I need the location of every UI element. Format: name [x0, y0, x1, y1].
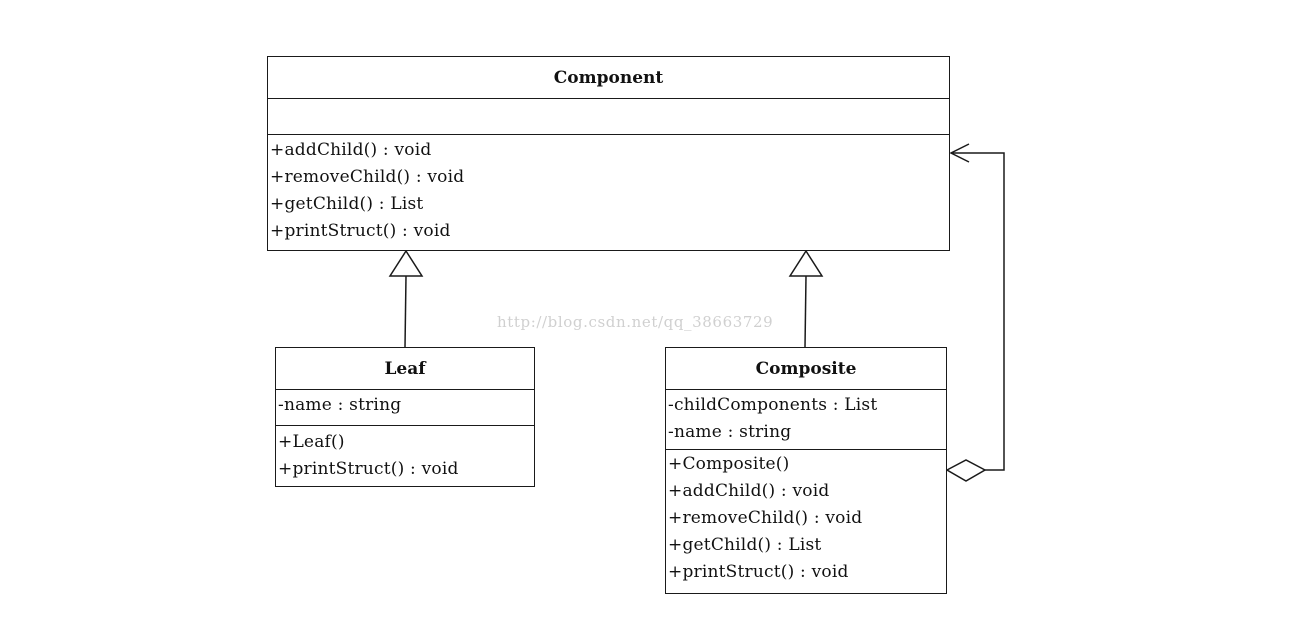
leaf-attributes-section: -name : string: [276, 390, 534, 426]
aggregation-diamond: [945, 459, 987, 482]
composite-operation: +removeChild() : void: [668, 508, 863, 528]
composite-attribute: -name : string: [668, 422, 792, 442]
composite-attribute: -childComponents : List: [668, 395, 878, 415]
component-operations-section: +addChild() : void +removeChild() : void…: [268, 135, 949, 247]
composite-operation: +printStruct() : void: [668, 562, 849, 582]
component-operation: +printStruct() : void: [270, 221, 451, 241]
component-operation: +addChild() : void: [270, 140, 432, 160]
composite-attributes-section: -childComponents : List -name : string: [666, 390, 946, 450]
leaf-generalization-arrowhead: [388, 249, 424, 277]
composite-operation: +addChild() : void: [668, 481, 830, 501]
composite-operation: +Composite(): [668, 454, 790, 474]
leaf-generalization-line: [404, 275, 407, 348]
leaf-operations-section: +Leaf() +printStruct() : void: [276, 426, 534, 485]
leaf-operation: +printStruct() : void: [278, 459, 459, 479]
component-class-name: Component: [268, 57, 949, 99]
component-operation: +getChild() : List: [270, 194, 424, 214]
leaf-attribute: -name : string: [278, 395, 402, 415]
leaf-class-name: Leaf: [276, 348, 534, 390]
component-attributes-section: [268, 99, 949, 135]
composite-generalization-arrowhead: [788, 249, 824, 277]
composite-class: Composite -childComponents : List -name …: [665, 347, 947, 594]
composite-operations-section: +Composite() +addChild() : void +removeC…: [666, 450, 946, 588]
leaf-operation: +Leaf(): [278, 432, 345, 452]
composite-operation: +getChild() : List: [668, 535, 822, 555]
aggregation-line: [951, 152, 1005, 471]
component-class: Component +addChild() : void +removeChil…: [267, 56, 950, 251]
composite-class-name: Composite: [666, 348, 946, 390]
component-operation: +removeChild() : void: [270, 167, 465, 187]
leaf-class: Leaf -name : string +Leaf() +printStruct…: [275, 347, 535, 487]
watermark-text: http://blog.csdn.net/qq_38663729: [497, 313, 774, 331]
composite-generalization-line: [804, 275, 807, 348]
aggregation-open-arrowhead: [949, 143, 970, 163]
